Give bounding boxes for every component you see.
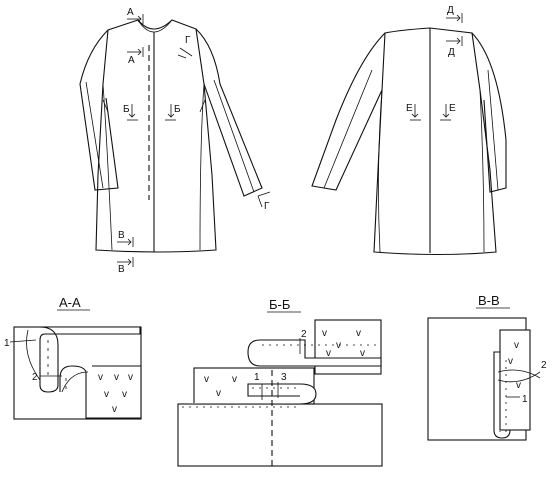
back-right-sleeve bbox=[471, 32, 507, 193]
check-4: v bbox=[104, 389, 109, 400]
marker-a-top: А bbox=[127, 7, 144, 24]
section-aa: А-А 1 2 v v v v v v bbox=[4, 295, 142, 420]
section-vv-cross-1 bbox=[497, 369, 541, 379]
section-aa-stitches bbox=[47, 340, 67, 389]
section-vv-title: В-В bbox=[478, 293, 500, 308]
front-right-panel-seam bbox=[199, 83, 205, 251]
front-right-dart bbox=[199, 99, 206, 113]
back-left-sleeve bbox=[311, 32, 386, 191]
check-17: v bbox=[516, 380, 521, 391]
marker-a-mid: А bbox=[127, 47, 144, 66]
front-body-outline bbox=[95, 19, 217, 253]
check-10: v bbox=[326, 348, 331, 359]
section-bb-label-2: 2 bbox=[301, 329, 307, 340]
svg-text:Д: Д bbox=[448, 47, 455, 58]
section-aa-label-1: 1 bbox=[4, 338, 10, 349]
section-vv-label-1: 1 bbox=[522, 394, 528, 405]
marker-v-top: В bbox=[117, 230, 134, 247]
marker-b-right: Б bbox=[165, 104, 181, 121]
back-view: Д Д Е Е bbox=[311, 5, 507, 256]
marker-g-cuff: Г bbox=[257, 191, 271, 212]
marker-v-bottom: В bbox=[117, 257, 134, 275]
check-9: v bbox=[356, 328, 361, 339]
check-8: v bbox=[336, 340, 341, 351]
check-13: v bbox=[232, 374, 237, 385]
section-aa-inner-curve bbox=[26, 329, 41, 381]
front-left-sleeve-seam bbox=[85, 81, 104, 189]
section-vv-label-2: 2 bbox=[541, 360, 547, 371]
front-left-panel-seam bbox=[102, 83, 113, 251]
section-vv: В-В 2 1 v v v bbox=[427, 293, 547, 441]
front-left-sleeve bbox=[79, 29, 119, 191]
svg-text:В: В bbox=[118, 264, 125, 275]
svg-text:Г: Г bbox=[185, 35, 191, 46]
svg-text:Б: Б bbox=[174, 104, 181, 115]
check-7: v bbox=[322, 328, 327, 339]
svg-text:Г: Г bbox=[264, 201, 270, 212]
section-bb-lower-block bbox=[177, 403, 383, 467]
section-vv-cross-2 bbox=[497, 371, 541, 383]
section-bb-label-1: 1 bbox=[254, 372, 260, 383]
check-14: v bbox=[216, 388, 221, 399]
section-bb-lower-fold bbox=[178, 383, 317, 405]
marker-e-left: Е bbox=[406, 103, 421, 121]
check-12: v bbox=[204, 374, 209, 385]
section-bb-label-3: 3 bbox=[281, 372, 287, 383]
svg-text:Е: Е bbox=[449, 103, 456, 114]
marker-g-top: Г bbox=[177, 35, 193, 59]
marker-d-bottom: Д bbox=[446, 36, 463, 58]
check-6: v bbox=[112, 404, 117, 415]
back-left-panel-seam bbox=[378, 89, 383, 253]
check-5: v bbox=[122, 389, 127, 400]
svg-text:Д: Д bbox=[447, 5, 454, 16]
section-bb-upper-block bbox=[314, 319, 382, 375]
svg-text:Б: Б bbox=[123, 104, 130, 115]
svg-text:А: А bbox=[128, 55, 135, 66]
marker-e-right: Е bbox=[440, 103, 456, 121]
section-bb-upper-fold bbox=[247, 339, 382, 367]
front-right-sleeve bbox=[195, 28, 263, 197]
front-right-sleeve-seam bbox=[213, 79, 255, 193]
back-body-outline bbox=[373, 27, 497, 256]
svg-text:В: В bbox=[118, 230, 125, 241]
back-right-panel-seam bbox=[479, 89, 485, 253]
check-11: v bbox=[360, 348, 365, 359]
back-right-sleeve-seam bbox=[487, 69, 499, 191]
section-aa-low-curve bbox=[61, 371, 89, 393]
section-aa-title: А-А bbox=[59, 295, 81, 310]
section-aa-label-2: 2 bbox=[32, 372, 38, 383]
front-view: А А Г Б Б Г bbox=[79, 7, 271, 275]
marker-d-top: Д bbox=[446, 5, 463, 23]
check-2: v bbox=[114, 372, 119, 383]
svg-text:Е: Е bbox=[406, 103, 413, 114]
section-bb: Б-Б 2 1 3 v v v v v v v v bbox=[177, 297, 383, 467]
marker-b-left: Б bbox=[123, 104, 138, 121]
back-left-sleeve-seam bbox=[323, 69, 373, 189]
check-15: v bbox=[514, 340, 519, 351]
section-bb-title: Б-Б bbox=[269, 297, 290, 312]
front-left-dart bbox=[102, 99, 109, 113]
svg-text:А: А bbox=[127, 7, 134, 18]
check-16: v bbox=[508, 356, 513, 367]
check-1: v bbox=[98, 372, 103, 383]
check-3: v bbox=[128, 372, 133, 383]
